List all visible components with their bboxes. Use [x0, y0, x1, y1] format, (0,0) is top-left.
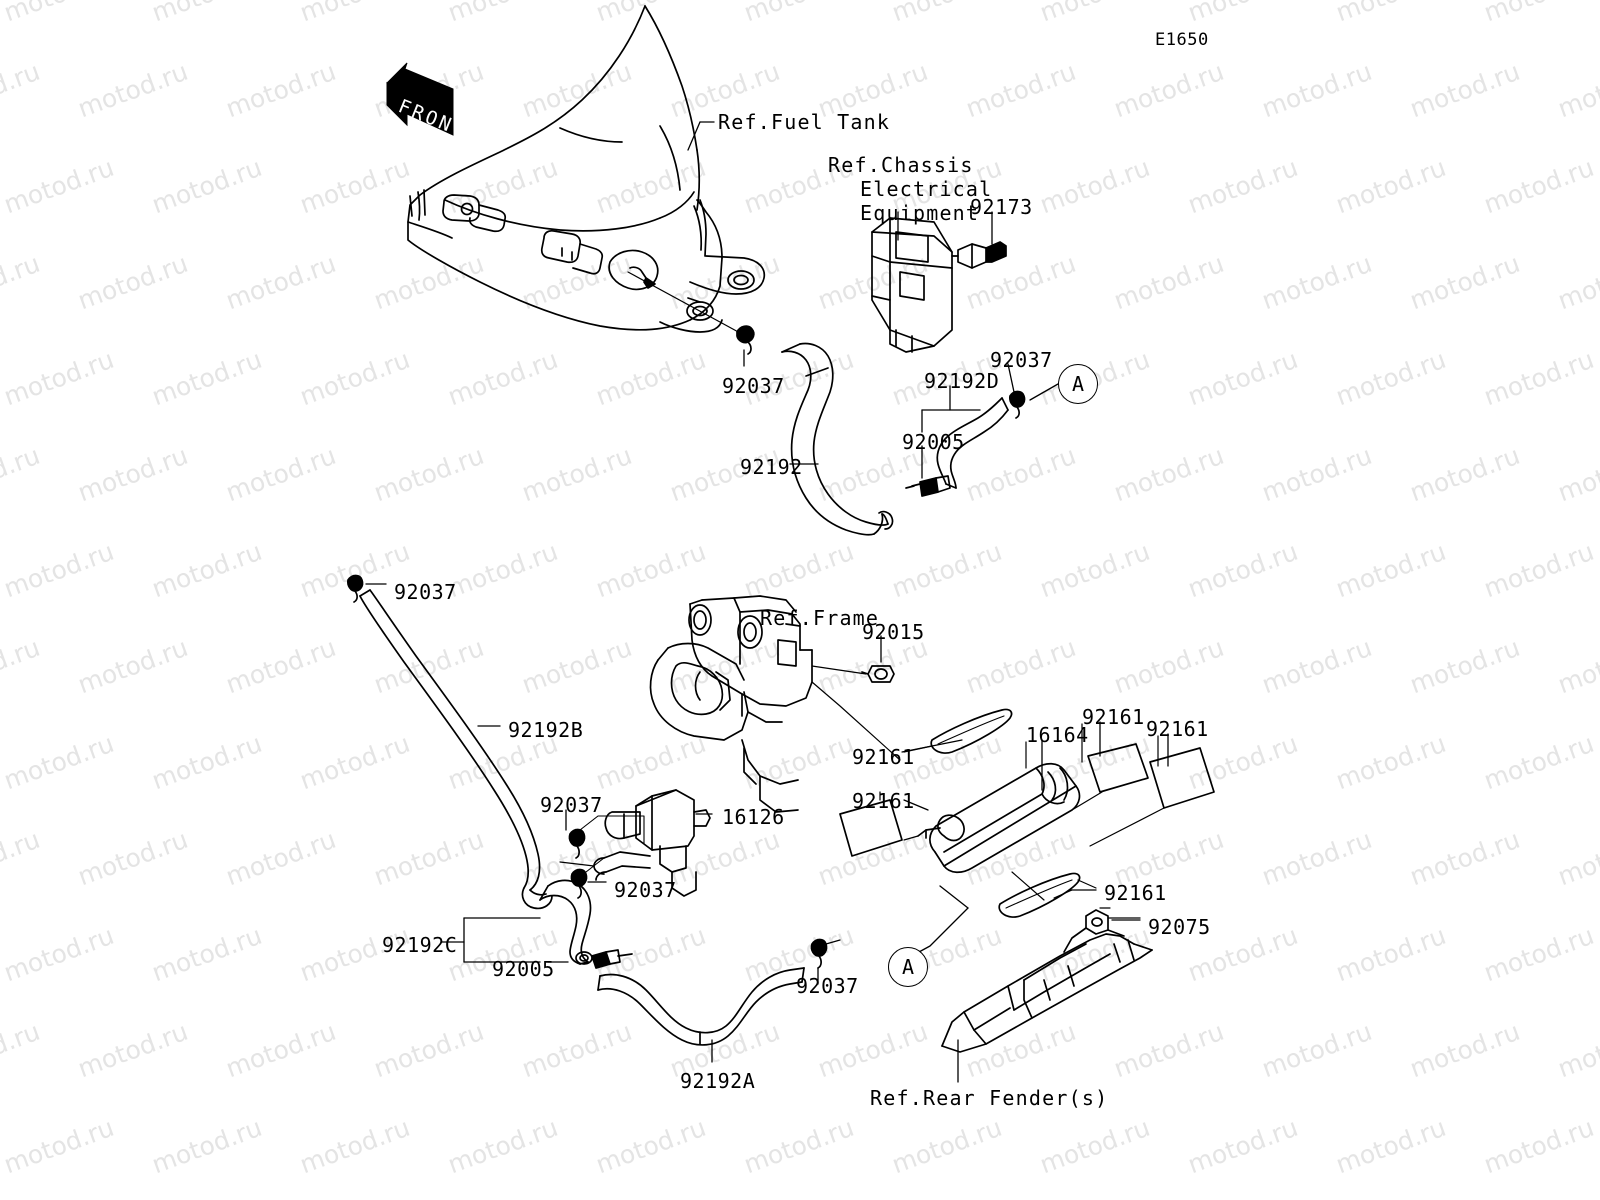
pad-right-large: [1149, 747, 1215, 809]
ref-label-chassis-line2: Electrical: [860, 177, 993, 201]
part-number-92161: 92161: [852, 745, 915, 769]
part-number-92192D: 92192D: [924, 369, 1000, 393]
front-direction-arrow: FRONT: [375, 55, 470, 149]
part-number-92037: 92037: [540, 793, 603, 817]
part-number-92192B: 92192B: [508, 718, 584, 742]
part-number-92037: 92037: [722, 374, 785, 398]
pad-top-left: [930, 708, 1013, 754]
part-number-92192A: 92192A: [680, 1069, 756, 1093]
hose-92192d: [905, 390, 1026, 497]
ref-label-chassis-line1: Ref.Chassis: [828, 153, 974, 177]
ref-label-frame: Ref.Frame: [760, 606, 880, 630]
hose-92192c: [463, 879, 633, 969]
hose-92192: [781, 342, 894, 536]
part-number-16126: 16126: [722, 805, 785, 829]
part-number-16164: 16164: [1026, 723, 1089, 747]
part-number-92005: 92005: [902, 430, 965, 454]
part-number-92037: 92037: [614, 878, 677, 902]
part-number-92075: 92075: [1148, 915, 1211, 939]
part-number-92037: 92037: [796, 974, 859, 998]
canister-16164: [839, 708, 1215, 918]
part-number-92161: 92161: [1146, 717, 1209, 741]
ref-label-fuel-tank: Ref.Fuel Tank: [718, 110, 891, 134]
part-number-92161: 92161: [1082, 705, 1145, 729]
pad-right-small: [1087, 743, 1149, 793]
part-number-92005: 92005: [492, 957, 555, 981]
part-number-92173: 92173: [970, 195, 1033, 219]
part-number-92161: 92161: [1104, 881, 1167, 905]
rear-fender-assembly: [941, 907, 1153, 1083]
section-marker-a: A: [1058, 364, 1098, 404]
part-number-92161: 92161: [852, 789, 915, 813]
part-number-92037: 92037: [394, 580, 457, 604]
section-marker-a: A: [888, 947, 928, 987]
part-number-92192C: 92192C: [382, 933, 458, 957]
front-arrow-icon: FRONT: [386, 62, 470, 143]
hose-92192b: [347, 574, 553, 910]
frame-bracket: [649, 595, 901, 813]
ref-label-chassis-line3: Equipment: [860, 201, 980, 225]
leader-lines: [365, 121, 1169, 1063]
fuel-tank-assembly: [407, 5, 766, 355]
part-number-92192: 92192: [740, 455, 803, 479]
part-number-92037: 92037: [990, 348, 1053, 372]
pad-left: [839, 799, 903, 857]
ref-label-rear-fender: Ref.Rear Fender(s): [870, 1086, 1109, 1110]
chassis-electrical-unit: [871, 217, 1007, 353]
sheet-code: E1650: [1155, 30, 1209, 50]
part-number-92015: 92015: [862, 620, 925, 644]
hose-92192a: [597, 938, 841, 1046]
pad-bottom: [998, 872, 1081, 918]
